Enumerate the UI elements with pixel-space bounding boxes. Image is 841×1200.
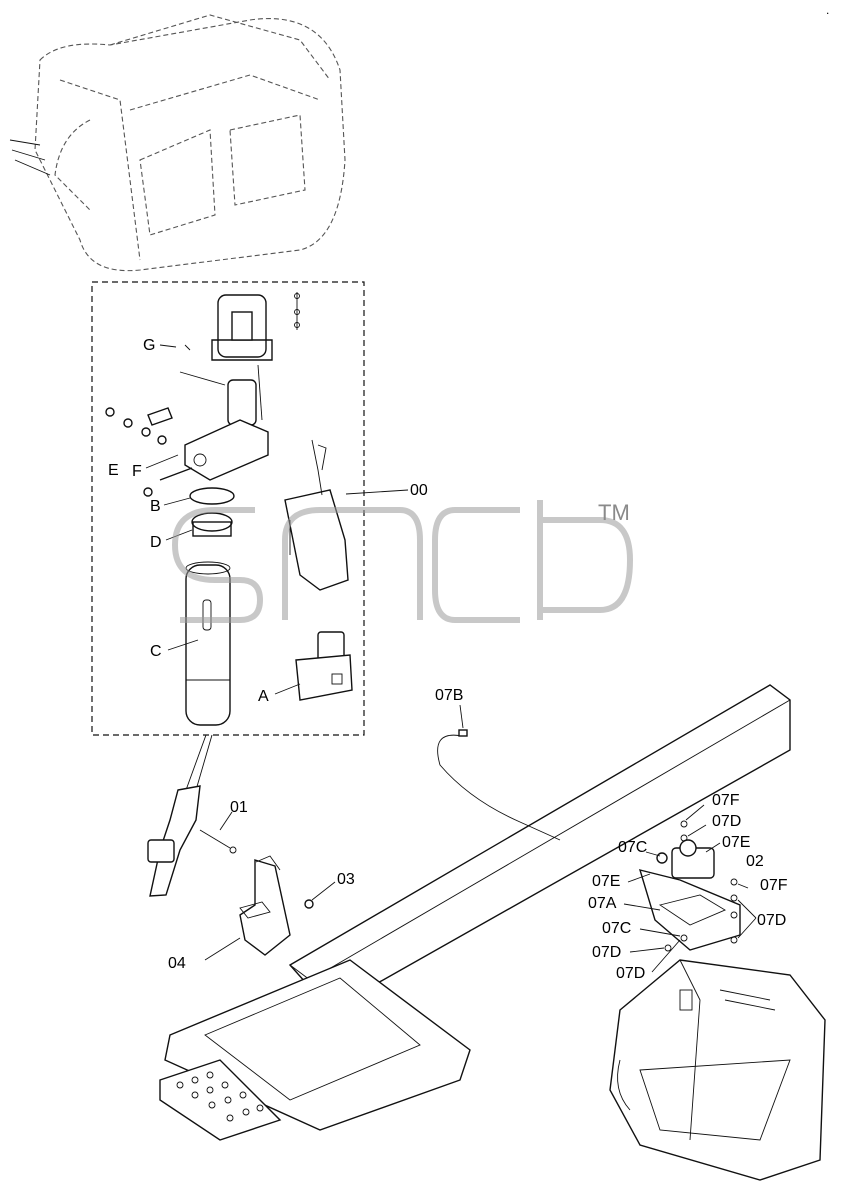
connector-07b xyxy=(458,729,468,737)
label-03: 03 xyxy=(337,871,355,888)
seal-ring-b xyxy=(189,487,235,505)
bracket-07a xyxy=(638,869,741,951)
label-c: C xyxy=(150,643,162,660)
filter-cap-body xyxy=(192,521,232,537)
pump-housing xyxy=(179,364,269,481)
step-holes xyxy=(176,1071,264,1122)
watermark-logo: TM xyxy=(172,500,634,623)
trademark-mark: TM xyxy=(598,500,630,525)
label-e: E xyxy=(108,462,119,479)
label-f: F xyxy=(132,463,142,480)
pump-handle-01 xyxy=(147,785,237,897)
label-01: 01 xyxy=(230,799,248,816)
label-07d-left: 07D xyxy=(592,944,621,961)
small-fasteners-07 xyxy=(664,820,738,952)
cab-console xyxy=(609,959,826,1181)
label-00: 00 xyxy=(410,482,428,499)
label-07e-left: 07E xyxy=(592,873,620,890)
frame-beam xyxy=(288,684,791,1011)
label-07a: 07A xyxy=(588,895,617,912)
label-07f-top: 07F xyxy=(712,792,740,809)
label-04: 04 xyxy=(168,955,186,972)
label-07b: 07B xyxy=(435,687,463,704)
battery-pack-a xyxy=(295,631,353,701)
label-07e-right: 07E xyxy=(722,834,750,851)
corner-mark: . xyxy=(826,3,829,17)
detail-box xyxy=(91,281,365,736)
bracket-04 xyxy=(239,855,291,956)
detail-leader xyxy=(185,734,213,791)
cab-overview xyxy=(9,14,346,272)
filter-tube-c xyxy=(185,561,231,726)
switch-box-02 xyxy=(656,839,715,879)
motor-unit xyxy=(184,292,300,361)
label-02: 02 xyxy=(746,853,764,870)
step-cover-plate xyxy=(159,959,471,1141)
label-d: D xyxy=(150,534,162,551)
label-07d-bottom: 07D xyxy=(616,965,645,982)
label-a: A xyxy=(258,688,269,705)
label-b: B xyxy=(150,498,161,515)
label-07f-right: 07F xyxy=(760,877,788,894)
bolt-03 xyxy=(304,899,314,909)
label-07d-top: 07D xyxy=(712,813,741,830)
wire-07b xyxy=(437,734,561,841)
label-g: G xyxy=(143,337,155,354)
label-07d-right: 07D xyxy=(757,912,786,929)
fasteners-group xyxy=(105,407,193,497)
label-07c-bottom: 07C xyxy=(602,920,631,937)
label-07c-top: 07C xyxy=(618,839,647,856)
